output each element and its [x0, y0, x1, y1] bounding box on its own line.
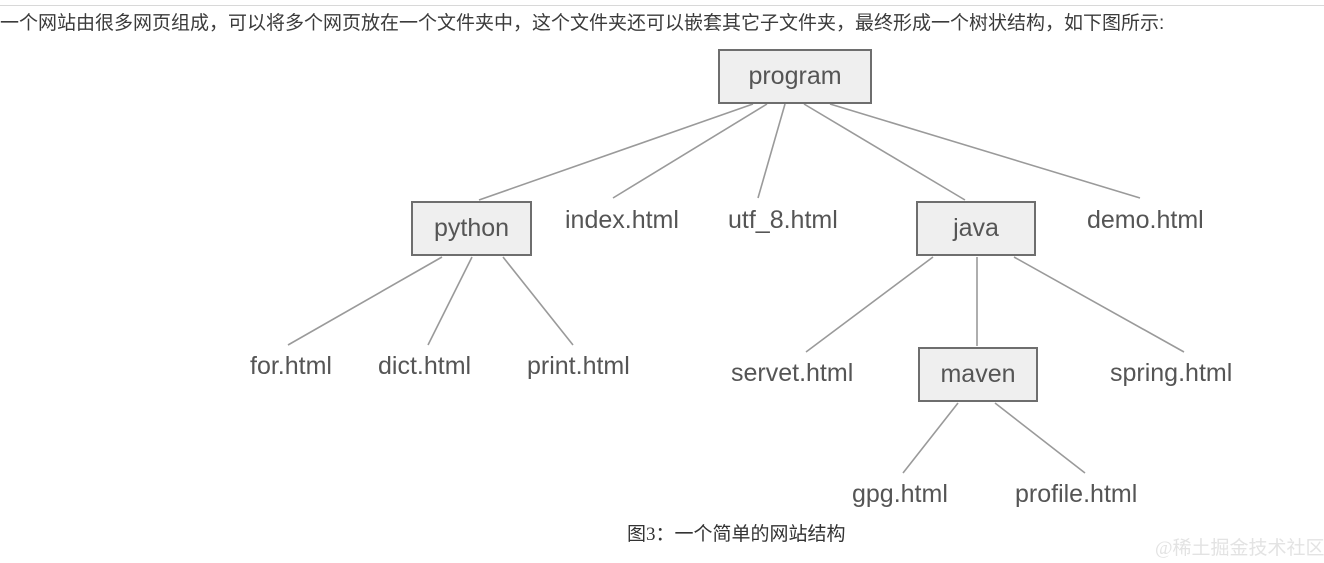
figure-caption: 图3：一个简单的网站结构	[627, 524, 846, 545]
folder-node-label: maven	[940, 360, 1016, 388]
file-node-demo[interactable]: demo.html	[1087, 206, 1204, 234]
folder-node-java[interactable]: java	[916, 201, 1036, 256]
top-divider	[0, 5, 1324, 6]
folder-node-label: program	[748, 62, 842, 90]
tree-edge-program-python	[478, 103, 754, 201]
tree-edge-program-java	[803, 103, 966, 201]
tree-edge-java-servet	[805, 256, 934, 353]
tree-edge-python-print	[502, 256, 574, 346]
file-node-dict[interactable]: dict.html	[378, 352, 472, 380]
tree-edge-program-index	[612, 103, 768, 199]
folder-node-label: python	[433, 214, 510, 242]
folder-node-maven[interactable]: maven	[918, 347, 1038, 402]
intro-paragraph: 一个网站由很多网页组成，可以将多个网页放在一个文件夹中，这个文件夹还可以嵌套其它…	[0, 13, 1165, 34]
tree-edge-python-dict	[427, 256, 473, 346]
tree-edge-program-demo	[829, 103, 1141, 199]
file-node-for[interactable]: for.html	[250, 352, 332, 380]
watermark-label: @稀土掘金技术社区	[1155, 538, 1324, 559]
folder-node-python[interactable]: python	[411, 201, 532, 256]
file-node-servet[interactable]: servet.html	[731, 359, 854, 387]
tree-edge-program-utf8	[757, 103, 786, 199]
file-node-print[interactable]: print.html	[527, 352, 630, 380]
file-node-utf8[interactable]: utf_8.html	[728, 206, 838, 234]
tree-edge-java-spring	[1013, 256, 1185, 353]
file-node-spring[interactable]: spring.html	[1110, 359, 1233, 387]
file-node-gpg[interactable]: gpg.html	[852, 480, 948, 508]
tree-edge-maven-profile	[994, 402, 1086, 474]
folder-node-label: java	[953, 214, 999, 242]
folder-node-program[interactable]: program	[718, 49, 872, 104]
tree-edge-maven-gpg	[902, 402, 959, 474]
file-node-index[interactable]: index.html	[565, 206, 679, 234]
file-node-profile[interactable]: profile.html	[1015, 480, 1138, 508]
tree-edge-python-for	[287, 256, 443, 346]
